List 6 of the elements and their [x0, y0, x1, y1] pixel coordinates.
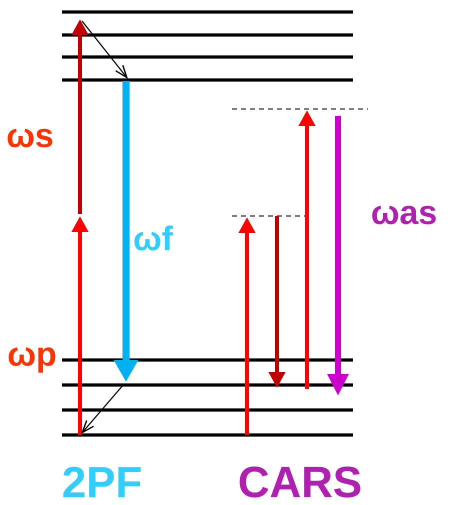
frequency-label: ωas: [372, 206, 436, 224]
frequency-label: ωf: [134, 226, 174, 250]
frequency-label: ωs: [8, 128, 52, 148]
process-label: 2PF: [63, 466, 141, 498]
process-label: CARS: [240, 466, 360, 498]
frequency-label: ωp: [8, 347, 56, 373]
